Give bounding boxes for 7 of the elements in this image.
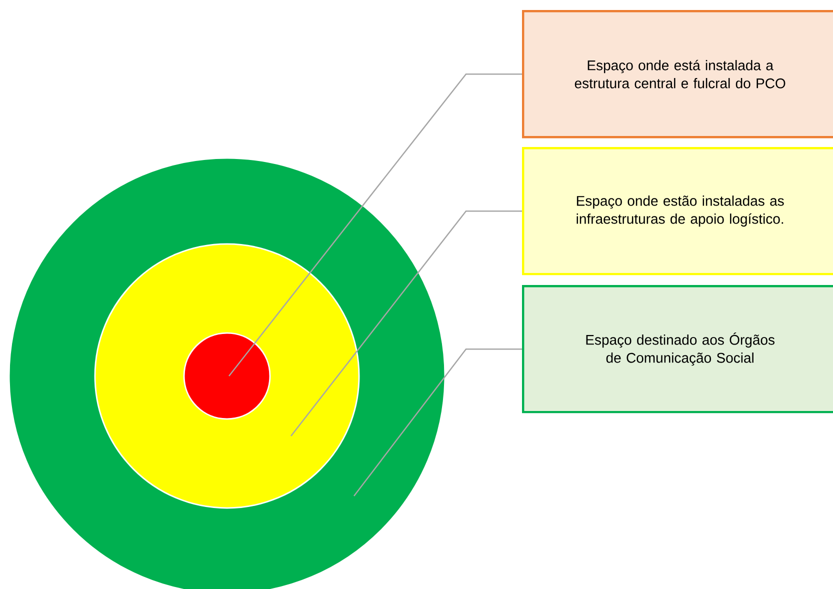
text-box: Espaço onde está instalada a estrutura central e fulcral do PCO [522,10,833,138]
leader-line [290,210,522,436]
leader-line [353,348,522,496]
text-box: Espaço onde estão instaladas as infraestruturas de apoio logístico. [522,147,833,276]
text-box: Espaço destinado aos Órgãos de Comunicação Social [522,284,833,414]
leader-line [228,73,522,376]
target-ring [183,332,271,420]
